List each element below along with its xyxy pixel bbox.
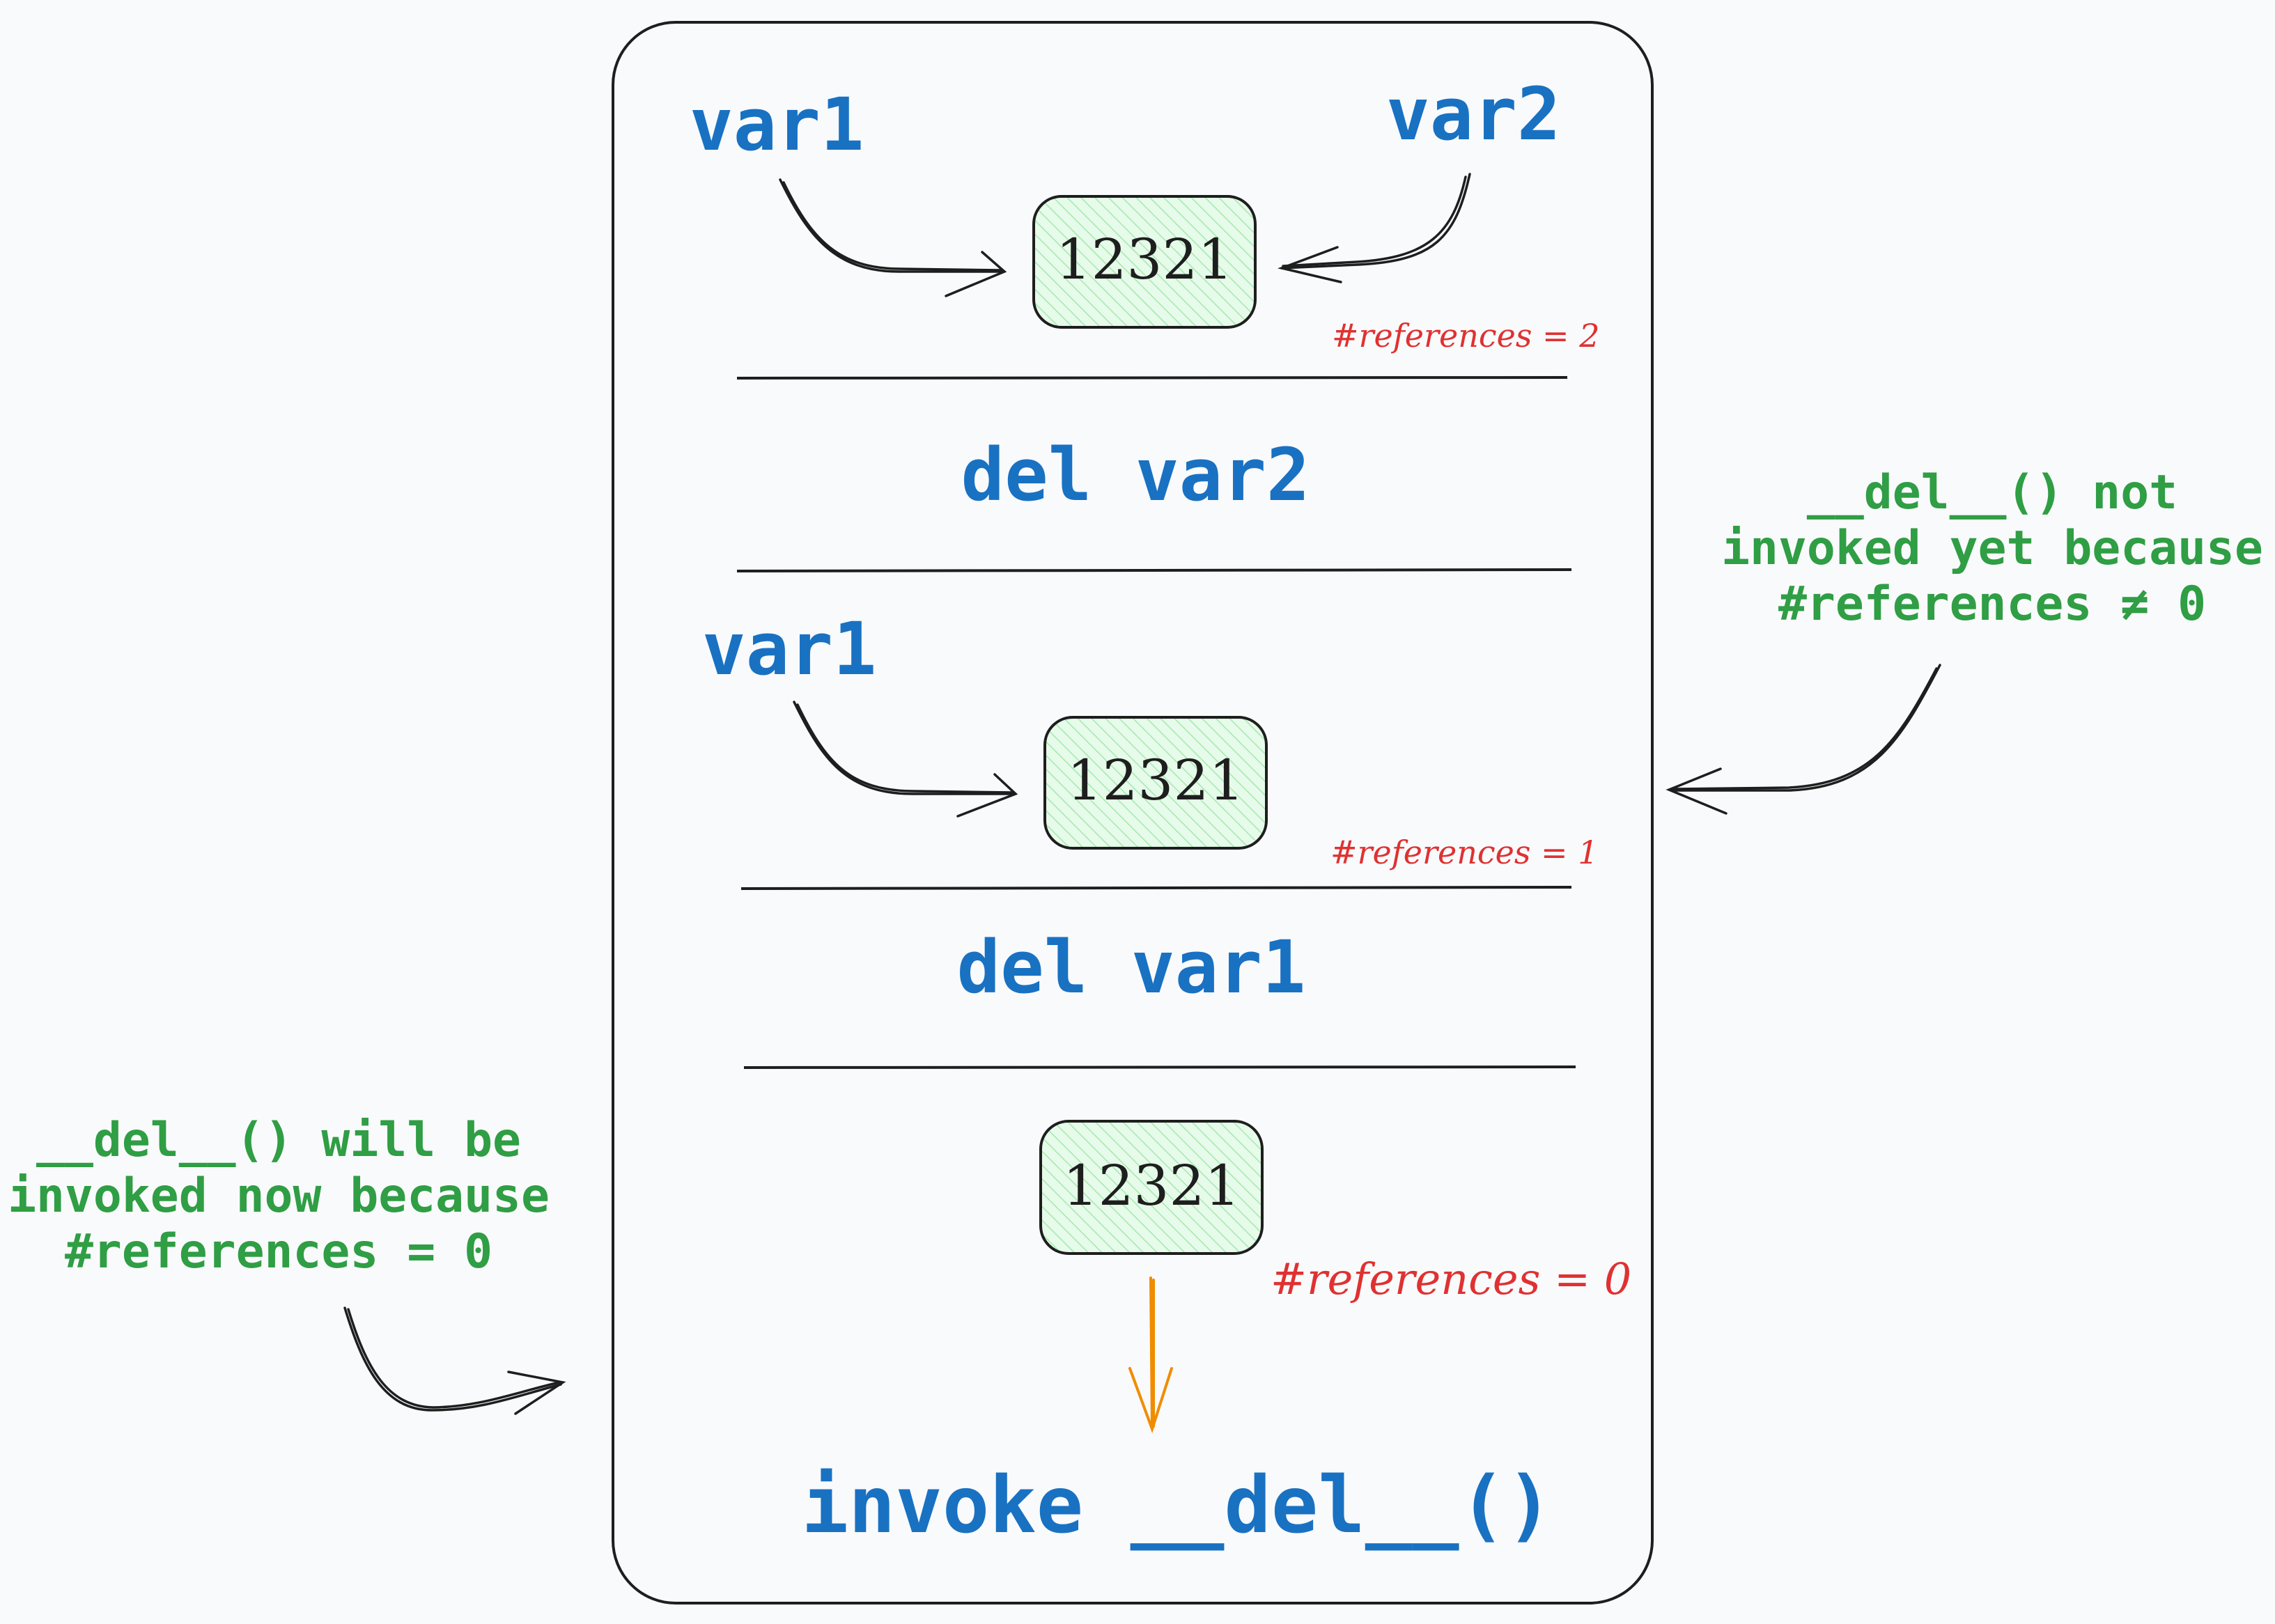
stage3-value-box: 12321 xyxy=(1039,1120,1264,1255)
stage1-right-var: var2 xyxy=(1386,72,1560,157)
stage1-value-box: 12321 xyxy=(1032,195,1257,329)
divider-4 xyxy=(743,1065,1576,1069)
invoke-label: invoke __del__() xyxy=(802,1460,1553,1551)
stage2-value: 12321 xyxy=(1067,748,1245,813)
stage3-ref-count: #references = 0 xyxy=(1271,1254,1631,1304)
stage2-left-var: var1 xyxy=(702,607,876,692)
invoke-arrow xyxy=(1128,1276,1173,1434)
stage1-right-arrow xyxy=(1277,173,1471,283)
stage2-ref-count: #references = 1 xyxy=(1330,834,1599,871)
note-right-line-1: __del__() not xyxy=(1807,465,2177,520)
stage1-left-var: var1 xyxy=(690,82,864,167)
note-left-line-3: #references = 0 xyxy=(65,1224,492,1279)
stage1-value: 12321 xyxy=(1056,227,1234,292)
note-left-line-2: invoked now because xyxy=(8,1169,550,1224)
note-right-line-2: invoked yet because xyxy=(1721,521,2263,576)
note-right-line-3: #references ≠ 0 xyxy=(1778,577,2206,632)
note-right-arrow xyxy=(1666,664,1941,815)
stage1-ref-count: #references = 2 xyxy=(1332,317,1600,354)
stage1-left-arrow xyxy=(779,178,1007,297)
stage2-value-box: 12321 xyxy=(1043,716,1268,850)
stage3-value: 12321 xyxy=(1063,1153,1241,1218)
divider-1 xyxy=(736,376,1568,380)
divider-2 xyxy=(736,568,1572,572)
step1-label: del var2 xyxy=(961,432,1310,517)
note-left-line-1: __del__() will be xyxy=(36,1113,521,1168)
note-left-arrow xyxy=(343,1306,566,1415)
step2-label: del var1 xyxy=(957,925,1306,1010)
main-frame xyxy=(612,21,1654,1605)
stage2-left-arrow xyxy=(793,701,1018,818)
divider-3 xyxy=(740,886,1572,890)
